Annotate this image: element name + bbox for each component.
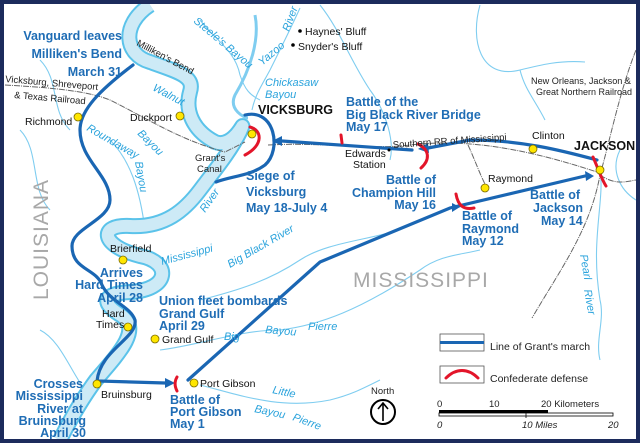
map-label: Grand Gulf — [162, 334, 213, 346]
map-label: May 17 — [346, 120, 388, 134]
city-vicksburg: VICKSBURG — [258, 103, 333, 117]
map-label: Battle of the — [346, 95, 418, 109]
map-label: Mississippi — [16, 389, 83, 403]
streams — [19, 4, 636, 404]
map-label: Battle of — [170, 393, 221, 407]
map-label: April 28 — [97, 291, 143, 305]
map-label: Union fleet bombards — [159, 294, 288, 308]
map-label: March 31 — [68, 65, 122, 79]
map-label: Bruinsburg — [19, 414, 86, 428]
map-label: Battle of — [462, 209, 513, 223]
map-label: 20 Kilometers — [541, 399, 599, 410]
map-label: Snyder's Bluff — [298, 41, 362, 53]
map-label: Milliken's Bend — [32, 47, 123, 61]
map-label: River at — [37, 402, 84, 416]
map-label: Roundaway — [85, 122, 143, 162]
map-label: Port Gibson — [200, 378, 256, 390]
map-label: Grant's — [195, 153, 226, 164]
map-label: Yazoo — [256, 40, 287, 69]
legend: Line of Grant's march Confederate defens… — [439, 333, 590, 385]
map-label: Bayou — [265, 324, 297, 339]
map-label: Battle of — [530, 188, 581, 202]
map-label: 0 — [437, 420, 443, 431]
map-label: Hard — [102, 308, 125, 320]
scale-bar: 0 10 20 Kilometers 0 10 Miles 20 — [437, 399, 619, 431]
map-label: Vanguard leaves — [23, 29, 122, 43]
map-label: Southern RR of Mississippi — [392, 132, 506, 151]
map-label: Chickasaw — [265, 77, 319, 89]
map-label: Times — [96, 319, 124, 331]
mississippi-river — [52, 4, 258, 439]
map-label: May 18-July 4 — [246, 201, 327, 215]
map-label: Station — [353, 159, 386, 171]
map-label: April 30 — [40, 426, 86, 439]
map-label: April 29 — [159, 319, 205, 333]
map-label: 0 — [437, 399, 442, 410]
map-label: North — [371, 386, 394, 397]
map-label: Vicksburg — [246, 185, 306, 199]
map-label: Battle of — [386, 173, 437, 187]
map-label: Big — [224, 331, 241, 343]
map-label: May 14 — [541, 214, 583, 228]
map-label: Edwards — [345, 148, 386, 160]
map-label: Clinton — [532, 130, 565, 142]
map-label: Haynes' Bluff — [305, 26, 366, 38]
state-label-mississippi: MISSISSIPPI — [353, 269, 489, 292]
map-label: Jackson — [533, 201, 583, 215]
campaign-map: LOUISIANA MISSISSIPPI Steele's Bayou Yaz… — [5, 4, 636, 439]
legend-march-label: Line of Grant's march — [490, 341, 590, 353]
map-label: Bayou — [135, 128, 166, 159]
map-label: Siege of — [246, 169, 295, 183]
map-label: Big Black River — [226, 222, 298, 270]
map-label: Bayou — [265, 89, 296, 101]
map-label: Bayou — [132, 160, 149, 193]
city-jackson: JACKSON — [574, 139, 635, 153]
map-label: Walnut — [151, 82, 188, 109]
map-label: Hard Times — [75, 278, 143, 292]
map-label: New Orleans, Jackson & — [531, 76, 632, 87]
map-label: Bayou — [253, 403, 286, 421]
map-label: Port Gibson — [170, 405, 242, 419]
map-label: Steele's Bayou — [191, 15, 255, 71]
grants-march — [70, 63, 599, 388]
map-label: Mississippi — [160, 242, 215, 267]
map-label: Pierre — [308, 321, 337, 333]
map-label: 10 Miles — [522, 420, 558, 431]
map-label: Grand Gulf — [159, 307, 225, 321]
map-label: River — [581, 288, 598, 317]
map-label: 10 — [489, 399, 500, 410]
event-labels: Vanguard leaves Milliken's Bend March 31… — [16, 29, 583, 439]
north-arrow: North — [370, 386, 396, 425]
map-label: Little — [271, 384, 296, 401]
map-label: May 1 — [170, 417, 205, 431]
map-label: Raymond — [462, 222, 519, 236]
map-label: Pierre — [291, 412, 323, 433]
map-label: Big Black River Bridge — [346, 108, 481, 122]
map-label: May 12 — [462, 234, 504, 248]
legend-defense-label: Confederate defense — [490, 373, 588, 385]
map-label: & Texas Railroad — [14, 90, 86, 107]
map-label: Duckport — [130, 112, 172, 124]
town-markers — [73, 29, 605, 389]
map-label: Canal — [197, 164, 222, 175]
map-label: 20 — [607, 420, 619, 431]
map-label: Great Northern Railroad — [536, 87, 632, 98]
map-label: Crosses — [34, 377, 83, 391]
state-label-louisiana: LOUISIANA — [30, 179, 53, 300]
map-label: Arrives — [100, 266, 143, 280]
map-label: River — [281, 4, 302, 33]
map-label: Raymond — [488, 173, 533, 185]
map-label: Pearl — [577, 253, 593, 281]
confederate-defenses — [173, 125, 608, 393]
map-label: Bruinsburg — [101, 389, 152, 401]
map-label: Brierfield — [110, 243, 152, 255]
map-label: Richmond — [25, 116, 72, 128]
map-label: Champion Hill — [352, 186, 436, 200]
map-label: May 16 — [394, 198, 436, 212]
